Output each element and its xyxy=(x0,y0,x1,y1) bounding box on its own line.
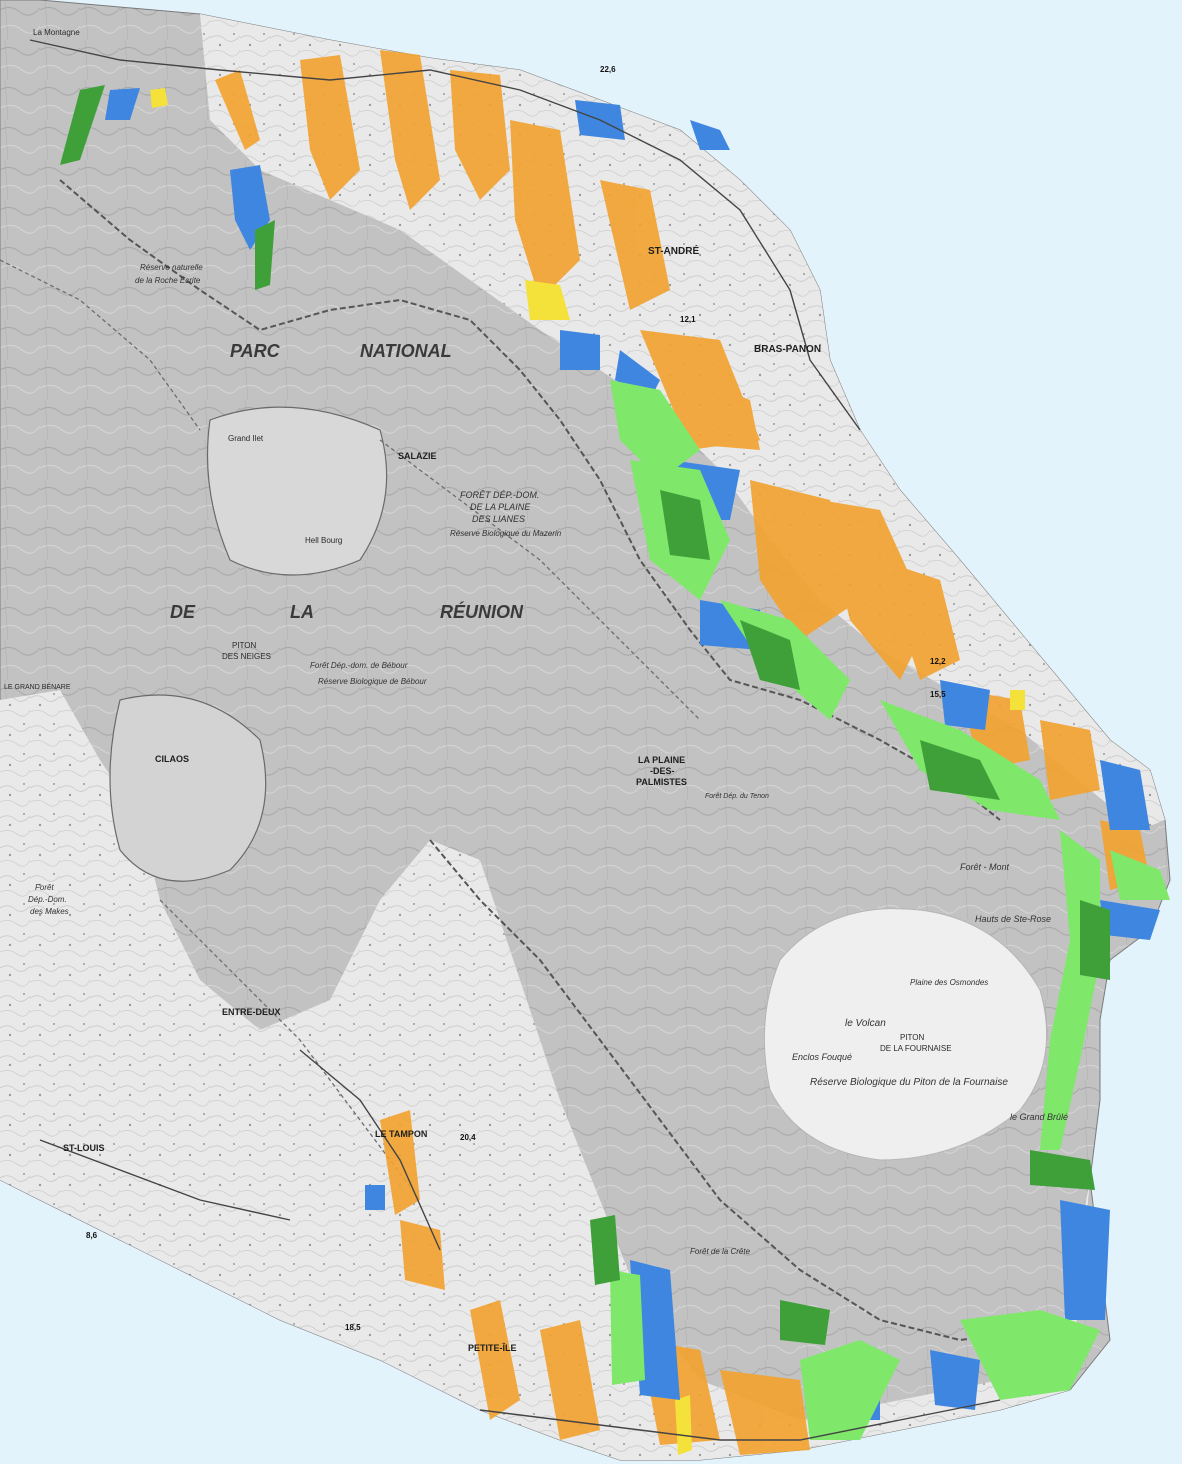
road-num-86: 8,6 xyxy=(86,1231,98,1240)
label-enclos-fouque: Enclos Fouqué xyxy=(792,1052,852,1062)
label-reserve-roche-1: Réserve naturelle xyxy=(140,263,203,272)
label-le-tampon: LE TAMPON xyxy=(375,1129,427,1139)
roads xyxy=(29,39,1001,1441)
label-piton-fournaise-1: PITON xyxy=(900,1033,925,1042)
volcano-area xyxy=(763,908,1048,1161)
label-plaine-osmondes: Plaine des Osmondes xyxy=(910,978,988,987)
park-boundary xyxy=(59,179,1041,1342)
label-cilaos: CILAOS xyxy=(155,754,189,764)
label-salazie: SALAZIE xyxy=(398,451,437,461)
label-parc: PARC xyxy=(230,341,281,361)
label-foret-lianes-2: DE LA PLAINE xyxy=(470,502,531,512)
road-num-185: 18,5 xyxy=(345,1323,361,1332)
label-piton-neiges-2: DES NEIGES xyxy=(222,652,271,661)
label-la-plaine-2: -DES- xyxy=(650,766,675,776)
label-entre-deux: ENTRE-DEUX xyxy=(222,1007,281,1017)
cirque-cilaos xyxy=(109,694,267,882)
label-reserve-roche-2: de la Roche Écrite xyxy=(135,276,201,285)
label-foret-makes-1: Forêt xyxy=(35,883,54,892)
label-foret-crete: Forêt de la Crête xyxy=(690,1247,751,1256)
label-st-andre: ST-ANDRÉ xyxy=(648,244,699,257)
road-num-204: 20,4 xyxy=(460,1133,476,1142)
label-hell-bourg: Hell Bourg xyxy=(305,536,342,545)
label-la: LA xyxy=(290,602,314,622)
cirque-salazie xyxy=(206,406,388,576)
label-piton-fournaise-2: DE LA FOURNAISE xyxy=(880,1044,952,1053)
label-petite-ile: PETITE-ÎLE xyxy=(468,1342,517,1353)
label-piton-neiges-1: PITON xyxy=(232,641,257,650)
yellow-zones xyxy=(150,88,1025,1455)
orange-zones xyxy=(215,50,1150,1455)
label-reserve-bebour: Réserve Biologique de Bébour xyxy=(318,677,427,686)
label-st-louis: ST-LOUIS xyxy=(63,1143,105,1153)
road-num-122: 12,2 xyxy=(930,657,946,666)
road-num-121: 12,1 xyxy=(680,315,696,324)
label-reserve-mazerin: Réserve Biologique du Mazerin xyxy=(450,529,562,538)
label-la-plaine-3: PALMISTES xyxy=(636,777,687,787)
label-reunion: RÉUNION xyxy=(440,601,524,622)
label-foret-makes-3: des Makes xyxy=(30,907,69,916)
label-grand-brule: le Grand Brûlé xyxy=(1010,1112,1068,1122)
label-foret-lianes-1: FORÊT DÉP.-DOM. xyxy=(460,490,539,500)
road-num-155: 15,5 xyxy=(930,690,946,699)
label-reserve-fournaise: Réserve Biologique du Piton de la Fourna… xyxy=(810,1077,1008,1088)
dark-green-zones xyxy=(60,85,1110,1345)
label-grand-benare: LE GRAND BÉNARE xyxy=(4,682,71,691)
label-foret-makes-2: Dép.-Dom. xyxy=(28,895,67,904)
commune-boundary xyxy=(0,259,701,1201)
label-national: NATIONAL xyxy=(360,341,452,361)
label-la-montagne: La Montagne xyxy=(33,28,80,37)
label-foret-tenon: Forêt Dép. du Tenon xyxy=(705,793,769,800)
label-grand-ilet: Grand Ilet xyxy=(228,434,264,443)
label-foret-bebour: Forêt Dép.-dom. de Bébour xyxy=(310,661,408,670)
coastal-zone-west xyxy=(0,690,1090,1460)
label-hauts-ste-rose: Hauts de Ste-Rose xyxy=(975,914,1051,924)
label-foret-lianes-3: DES LIANES xyxy=(472,514,525,524)
label-de: DE xyxy=(170,602,196,622)
label-foret-mont: Forêt - Mont xyxy=(960,862,1010,872)
label-volcan: le Volcan xyxy=(845,1018,886,1029)
label-bras-panon: BRAS-PANON xyxy=(754,344,821,355)
road-num-226: 22,6 xyxy=(600,65,616,74)
label-la-plaine-1: LA PLAINE xyxy=(638,755,685,765)
